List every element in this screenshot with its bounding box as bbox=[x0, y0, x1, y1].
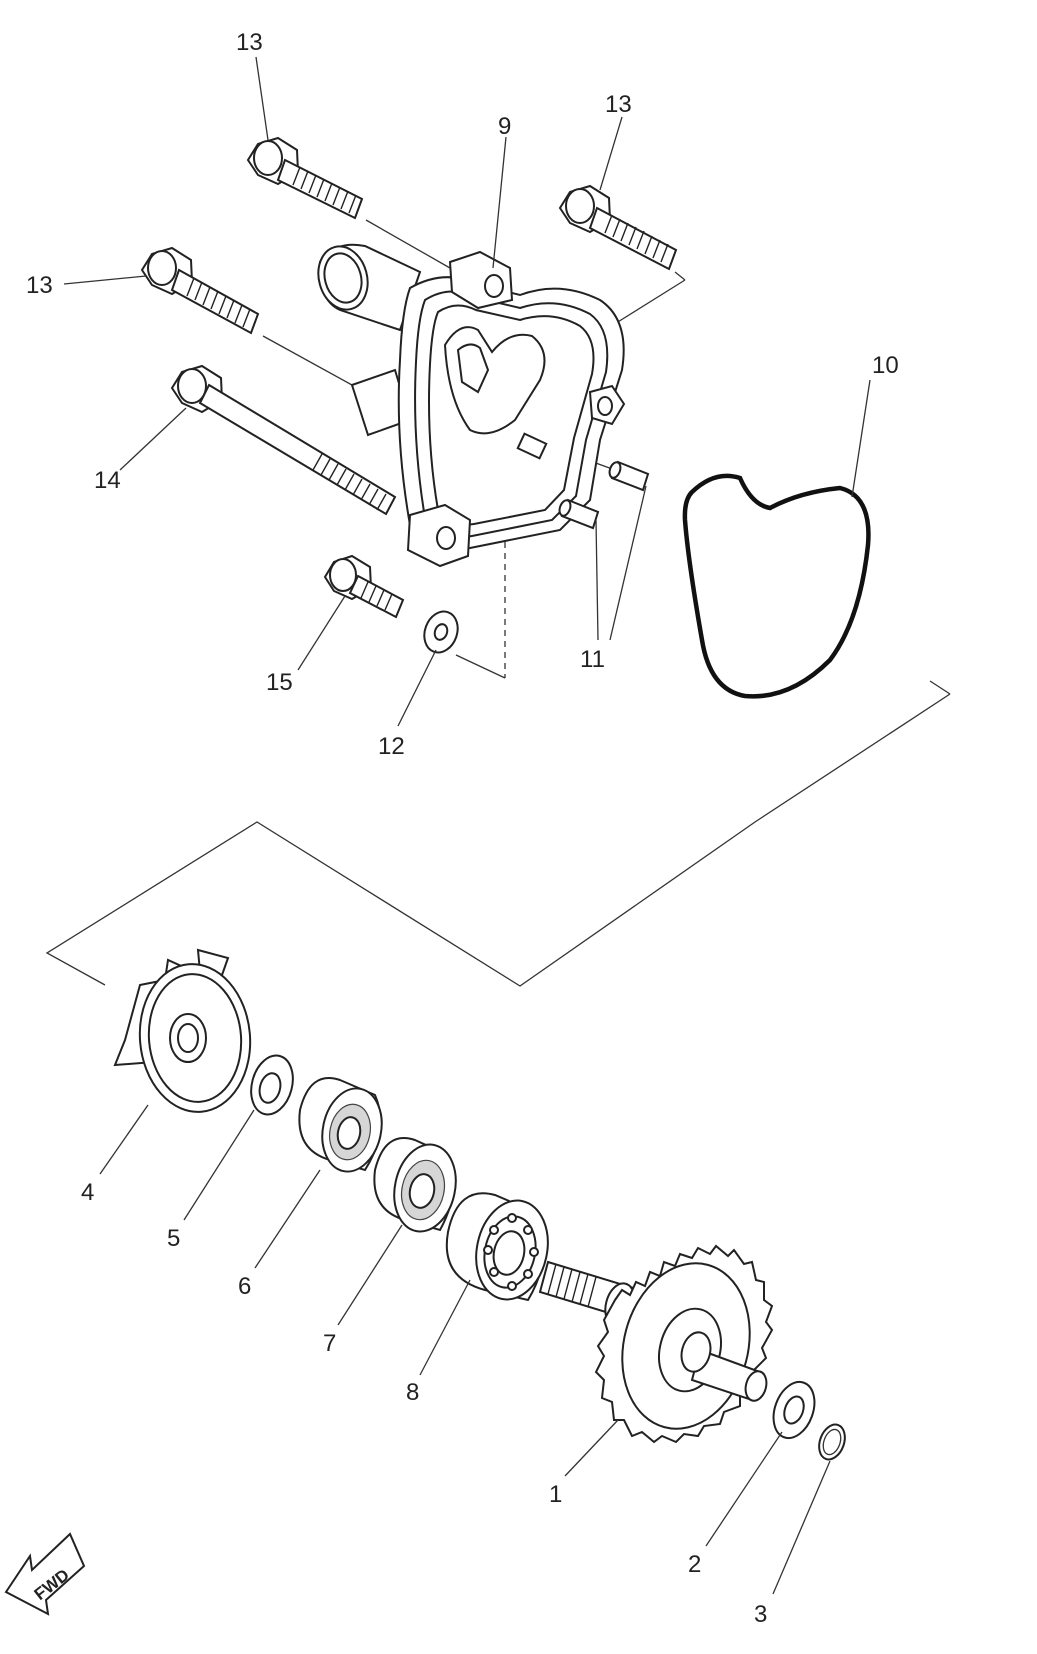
callout-14: 14 bbox=[94, 467, 121, 494]
dowel-pins-part-11 bbox=[558, 460, 650, 530]
o-ring-part-10 bbox=[682, 473, 871, 699]
bearing-balls bbox=[483, 1213, 539, 1291]
short-bolt-part-15 bbox=[323, 554, 405, 619]
callout-7: 7 bbox=[323, 1330, 336, 1357]
callout-13-right: 13 bbox=[605, 91, 632, 118]
callout-labels: 13 13 13 9 10 14 11 15 12 4 5 6 7 8 1 2 … bbox=[26, 29, 899, 1628]
callout-4: 4 bbox=[81, 1179, 94, 1206]
bolt-part-13-right bbox=[558, 184, 678, 271]
callout-10: 10 bbox=[872, 352, 899, 379]
callout-8: 8 bbox=[406, 1379, 419, 1406]
bolt-part-13-top bbox=[246, 136, 364, 220]
seal-washer-part-5 bbox=[250, 1054, 294, 1116]
callout-1: 1 bbox=[549, 1481, 562, 1508]
oil-seal-part-6 bbox=[298, 1077, 383, 1173]
bearing-part-8 bbox=[445, 1192, 549, 1302]
oil-seal-part-7 bbox=[373, 1137, 457, 1233]
callout-3: 3 bbox=[754, 1601, 767, 1628]
callout-2: 2 bbox=[688, 1551, 701, 1578]
callout-11: 11 bbox=[580, 646, 605, 673]
washer-part-2 bbox=[772, 1380, 816, 1440]
long-bolt-part-14 bbox=[170, 364, 397, 516]
bolt-thread bbox=[604, 214, 669, 263]
callout-5: 5 bbox=[167, 1225, 180, 1252]
circlip-part-3 bbox=[818, 1423, 846, 1461]
bolt-part-13-left bbox=[140, 246, 260, 335]
bolt-thread bbox=[312, 453, 387, 511]
callout-leader-lines bbox=[63, 56, 871, 1595]
pump-shaft-gear-part-1 bbox=[538, 1244, 774, 1444]
callout-9: 9 bbox=[498, 113, 511, 140]
callout-15: 15 bbox=[266, 669, 293, 696]
impeller-part-4 bbox=[113, 948, 252, 1113]
callout-6: 6 bbox=[238, 1273, 251, 1300]
assembly-boundary-lines bbox=[45, 680, 951, 987]
bolt-thread bbox=[186, 277, 251, 328]
pump-cover-part-9 bbox=[317, 243, 626, 568]
callout-13-left: 13 bbox=[26, 272, 53, 299]
shaft-thread bbox=[547, 1263, 597, 1308]
callout-13-top: 13 bbox=[236, 29, 263, 56]
bolt-thread bbox=[292, 166, 357, 214]
fwd-arrow: FWD bbox=[4, 1532, 86, 1616]
callout-12: 12 bbox=[378, 733, 405, 760]
washer-part-12 bbox=[423, 610, 459, 654]
